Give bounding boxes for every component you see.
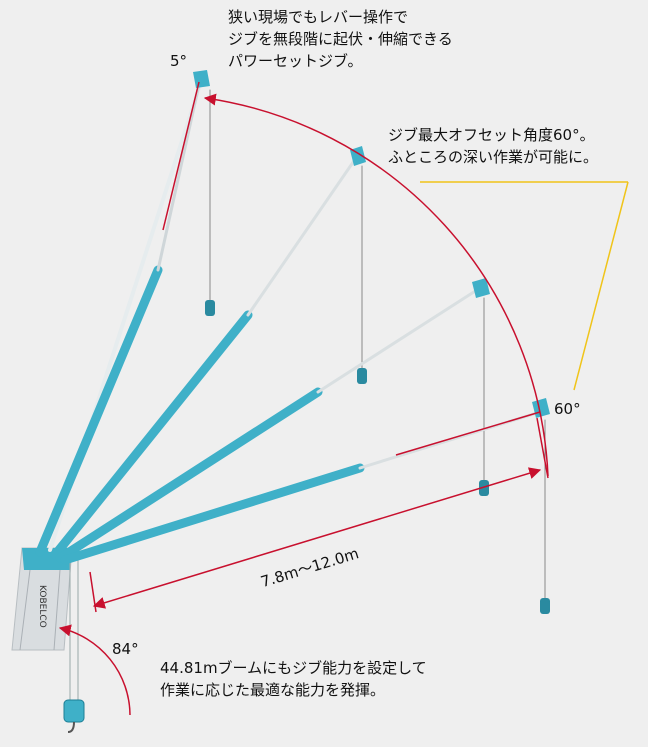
angle-label-84: 84°: [112, 640, 139, 658]
note-right: ジブ最大オフセット角度60°。 ふところの深い作業が可能に。: [388, 126, 599, 166]
main-boom: [11, 547, 73, 651]
main-hook: [63, 560, 85, 733]
leader-line: [573, 181, 629, 391]
brand-logo: KOBELCO: [37, 585, 47, 628]
jib-offset-arc: [203, 93, 549, 477]
note-bottom: 44.81mブームにもジブ能力を設定して 作業に応じた最適な能力を発揮。: [160, 659, 427, 699]
jib-max-angle-line: [395, 411, 541, 456]
angle-label-5: 5°: [170, 52, 188, 70]
jib-length-dimension-line: [92, 467, 542, 609]
note-top: 狭い現場でもレバー操作で ジブを無段階に起伏・伸縮できる パワーセットジブ。: [228, 8, 453, 70]
boom-angle-arc: [58, 624, 131, 716]
angle-label-60: 60°: [554, 400, 581, 418]
jib-min-angle-line: [162, 81, 200, 231]
